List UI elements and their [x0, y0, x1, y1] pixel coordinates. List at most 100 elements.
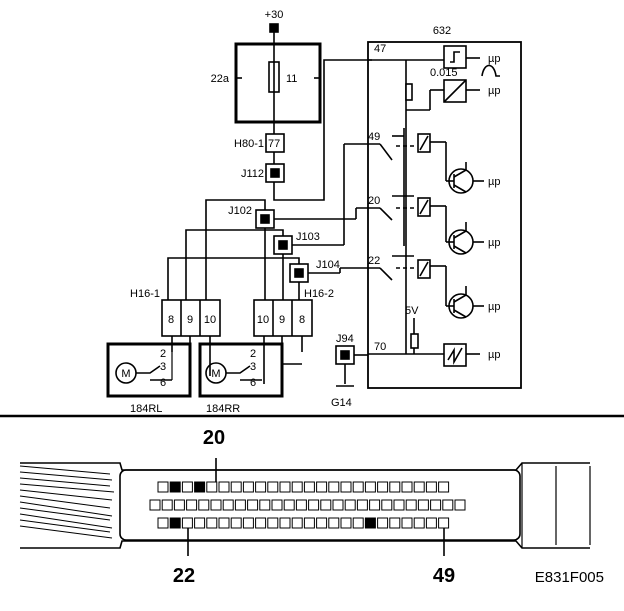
motor-184rl — [106, 342, 192, 398]
junctions — [167, 144, 357, 300]
plug-pin — [356, 499, 368, 511]
label-j94: J94 — [336, 333, 354, 345]
plug-pin — [242, 481, 254, 493]
plug-pin — [194, 481, 206, 493]
plug-pin — [222, 499, 234, 511]
plug-pin — [255, 481, 267, 493]
mu-p-label: µp — [488, 176, 500, 188]
label-j104: J104 — [316, 259, 340, 271]
plug-pin — [161, 499, 173, 511]
label-ecu: 632 — [433, 25, 451, 37]
label-j102: J102 — [228, 205, 252, 217]
pin-70-label: 70 — [374, 341, 386, 353]
plug-pin — [291, 481, 303, 493]
plug-label-49: 49 — [433, 565, 455, 587]
conn-left-pin-10: 10 — [204, 314, 216, 326]
plug-pin — [218, 481, 230, 493]
plug-pin — [242, 517, 254, 529]
ecu-632 — [340, 41, 522, 389]
plug-pin — [389, 517, 401, 529]
conn-right-pin-8: 8 — [299, 314, 305, 326]
plug-pin — [198, 499, 210, 511]
label-j112: J112 — [241, 168, 264, 180]
plug-pin — [259, 499, 271, 511]
motor-184rr — [198, 342, 302, 398]
plug-pin — [377, 481, 389, 493]
motor-right-pin-2: 2 — [250, 348, 256, 360]
conn-left-pin-9: 9 — [187, 314, 193, 326]
label-fuse-pin: 11 — [286, 73, 297, 85]
plug-label-20: 20 — [203, 427, 225, 449]
mu-p-label: µp — [488, 301, 500, 313]
plug-label-22: 22 — [173, 565, 195, 587]
motor-right-pin-3: 3 — [250, 361, 256, 373]
plug-pin — [267, 517, 279, 529]
plug-pin — [417, 499, 429, 511]
plug-pin — [169, 517, 181, 529]
label-5v: 5V — [405, 305, 419, 317]
plug-pin — [425, 517, 437, 529]
label-g14: G14 — [331, 397, 352, 409]
plug-pin — [218, 517, 230, 529]
plug-pin — [157, 517, 169, 529]
plug-pin — [210, 499, 222, 511]
plug-pin — [405, 499, 417, 511]
figure-code: E831F005 — [535, 569, 604, 586]
plug-pin — [247, 499, 259, 511]
plug-pin — [303, 481, 315, 493]
plug-pin — [230, 481, 242, 493]
plug-pin — [308, 499, 320, 511]
label-timer: 0.015 — [430, 67, 458, 79]
plug-pin — [267, 481, 279, 493]
plug-pin — [401, 481, 413, 493]
motor-left-pin-2: 2 — [160, 348, 166, 360]
plug-pin — [279, 517, 291, 529]
plug-pin — [364, 517, 376, 529]
plug-pin — [413, 517, 425, 529]
plug-pin — [438, 481, 450, 493]
motor-right-pin-6: 6 — [250, 377, 256, 389]
mu-p-label: µp — [488, 85, 500, 97]
plug-pin — [454, 499, 466, 511]
plug-pin — [389, 481, 401, 493]
plug-pins — [149, 481, 466, 529]
plug-pin — [369, 499, 381, 511]
plug-pin — [344, 499, 356, 511]
mu-p-label: µp — [488, 349, 500, 361]
plug-pin — [169, 481, 181, 493]
plug-pin — [303, 517, 315, 529]
ground-j94 — [335, 345, 368, 387]
pin-47-label: 47 — [374, 43, 386, 55]
mu-p-label: µp — [488, 237, 500, 249]
plug-pin — [413, 481, 425, 493]
motor-left-pin-3: 3 — [160, 361, 166, 373]
plug-pin — [173, 499, 185, 511]
conn-right-pin-10: 10 — [257, 314, 269, 326]
label-h80-pin: 77 — [268, 138, 280, 150]
plug-pin — [234, 499, 246, 511]
plug-pin — [157, 481, 169, 493]
plug-pin — [283, 499, 295, 511]
plug-pin — [255, 517, 267, 529]
plug-pin — [352, 481, 364, 493]
plug-pin — [442, 499, 454, 511]
plug-pin — [316, 517, 328, 529]
plug-pin — [340, 481, 352, 493]
plug-pin — [181, 481, 193, 493]
fuse-box-22a — [234, 23, 322, 150]
plug-pin — [332, 499, 344, 511]
plug-pin — [320, 499, 332, 511]
label-supply: +30 — [265, 9, 284, 21]
plug-pin — [364, 481, 376, 493]
label-h16-2: H16-2 — [304, 288, 334, 300]
plug-pin — [291, 517, 303, 529]
plug-pin — [381, 499, 393, 511]
conn-right-pin-9: 9 — [279, 314, 285, 326]
pin-22-label: 22 — [368, 255, 380, 267]
plug-pin — [295, 499, 307, 511]
plug-pin — [328, 481, 340, 493]
ecu-plug — [19, 458, 591, 556]
plug-pin — [352, 517, 364, 529]
